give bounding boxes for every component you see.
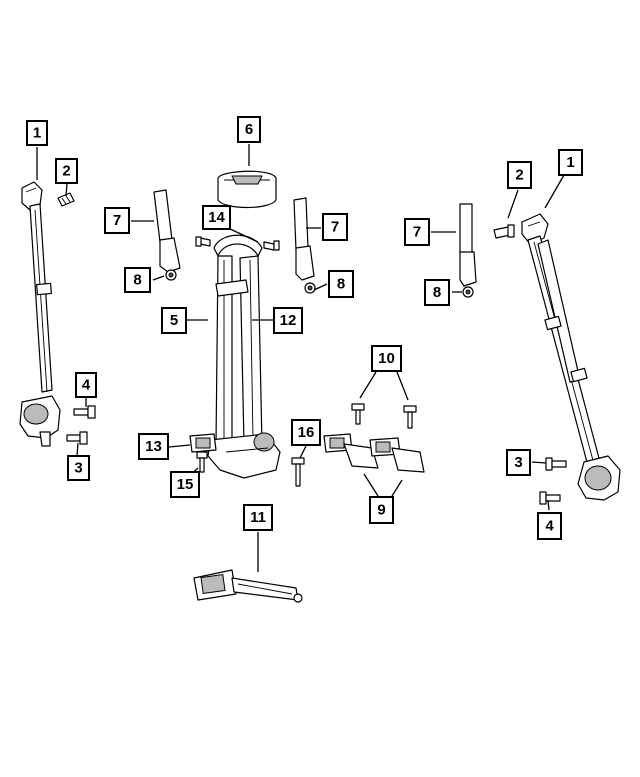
lower-buckle-11 [193,569,303,603]
callout-8-right: 8 [424,279,450,306]
center-small-bolts [195,236,280,251]
callout-6: 6 [237,116,261,143]
callout-9: 9 [369,496,394,524]
callout-10: 10 [371,345,402,372]
bolt-15 [196,451,208,473]
callout-8-center-left: 8 [124,267,151,293]
svg-text:8: 8 [133,272,141,289]
svg-text:6: 6 [245,121,253,138]
svg-text:11: 11 [250,509,266,526]
callout-2-right: 2 [507,161,532,189]
right-bolt-3 [545,457,567,471]
callout-1-right: 1 [558,149,583,176]
bolts-10 [351,403,417,429]
svg-text:7: 7 [113,212,121,229]
svg-text:1: 1 [566,154,574,171]
center-right-strap [293,197,316,294]
svg-text:4: 4 [82,377,91,394]
left-retractor-assembly [19,181,61,447]
svg-text:8: 8 [337,276,345,293]
callout-13: 13 [138,433,169,460]
svg-text:12: 12 [280,312,297,329]
callout-3-left: 3 [67,455,90,481]
left-bolt-4 [73,405,96,419]
svg-text:3: 3 [514,454,522,471]
svg-text:2: 2 [62,163,70,180]
callout-12: 12 [273,307,303,334]
callout-1-left: 1 [26,120,48,146]
center-headrest-guide [217,170,277,209]
svg-text:13: 13 [145,438,162,455]
right-guide-bolt [493,224,515,239]
callout-4-left: 4 [75,372,97,398]
right-strap [459,203,477,298]
bolt-16 [291,457,305,487]
center-belt-assembly [207,234,281,479]
svg-text:7: 7 [413,224,421,241]
callout-8-center-right: 8 [328,270,354,298]
callout-7-center-left: 7 [104,207,130,234]
callout-5: 5 [161,307,187,334]
svg-text:4: 4 [545,518,554,535]
right-retractor-assembly [521,213,621,501]
buckles-9 [323,433,425,473]
callout-16: 16 [291,419,321,446]
callout-15: 15 [170,471,200,498]
svg-text:10: 10 [378,350,395,367]
callout-7-right: 7 [404,218,430,246]
callout-2-left: 2 [55,158,78,184]
svg-text:3: 3 [74,460,82,477]
svg-text:15: 15 [177,476,194,493]
svg-text:7: 7 [331,219,339,236]
callout-7-center-right: 7 [322,213,348,241]
callout-3-right: 3 [506,449,531,476]
svg-text:2: 2 [515,167,523,184]
svg-text:1: 1 [33,125,41,142]
callout-14: 14 [202,205,231,230]
svg-text:16: 16 [298,424,315,441]
right-bolt-4 [539,491,561,505]
left-bolt-3 [66,431,88,445]
callout-4-right: 4 [537,512,562,540]
callout-11: 11 [243,504,273,531]
center-left-strap [153,189,181,281]
svg-text:14: 14 [208,209,225,226]
svg-text:8: 8 [433,284,441,301]
svg-text:9: 9 [377,502,385,519]
buckle-13 [189,433,217,453]
svg-text:5: 5 [170,312,178,329]
